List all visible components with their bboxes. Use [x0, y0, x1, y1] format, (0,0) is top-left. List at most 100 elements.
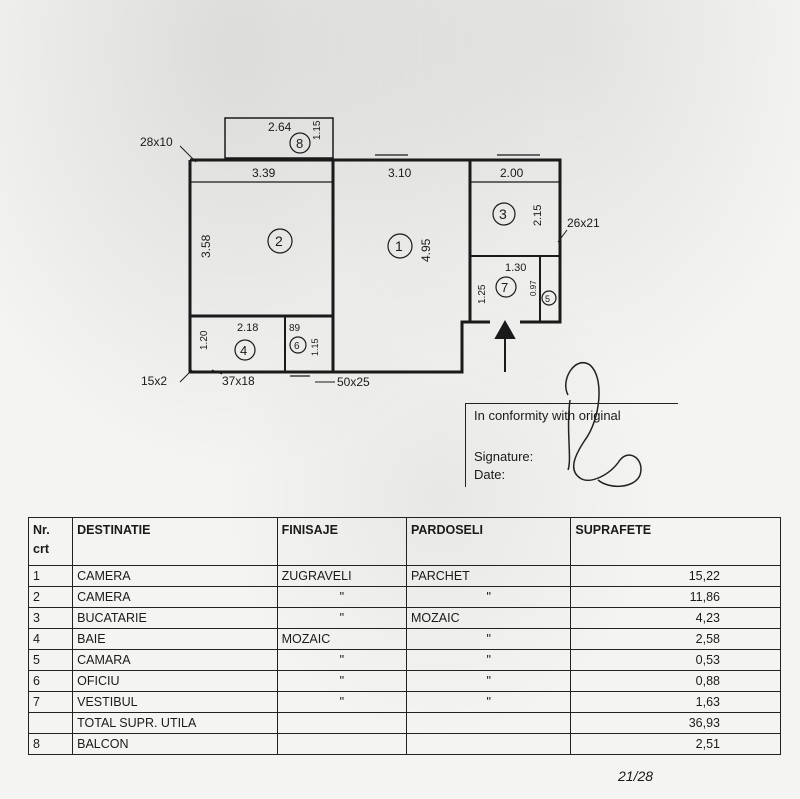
table-header-row: Nr. crt DESTINATIE FINISAJE PARDOSELI SU…: [27, 517, 781, 566]
cell-suprafete: 0,88: [570, 670, 781, 692]
header-destinatie: DESTINATIE: [72, 517, 278, 566]
page-number: 21/28: [618, 768, 654, 784]
dim-room1-height: 4.95: [419, 238, 433, 262]
cell-pardoseli: ": [405, 649, 572, 671]
signature-scribble: [565, 362, 642, 487]
cell-pardoseli: PARCHET: [405, 565, 572, 587]
stamp-line-date: Date:: [474, 467, 506, 482]
header-nr-line2: crt: [33, 542, 49, 556]
dim-room6-width: 89: [289, 323, 301, 334]
cell-finisaje: ": [276, 691, 407, 713]
header-suprafete: SUPRAFETE: [570, 517, 781, 566]
annotation-bottom-mid1: 37x18: [222, 374, 255, 388]
annotation-right: 26x21: [567, 216, 600, 230]
cell-pardoseli: [405, 712, 572, 734]
cell-destinatie: CAMARA: [72, 649, 278, 671]
cell-nr: 6: [27, 670, 74, 692]
table-row: TOTAL SUPR. UTILA 36,93: [27, 712, 781, 734]
stamp-line-conformity: In conformity with original: [474, 408, 621, 423]
annotation-bottom-mid2: 50x25: [337, 375, 370, 389]
rooms-table: Nr. crt DESTINATIE FINISAJE PARDOSELI SU…: [27, 517, 781, 755]
cell-suprafete: 15,22: [570, 565, 781, 587]
dim-room1-width: 3.10: [388, 166, 412, 180]
cell-pardoseli: ": [405, 691, 572, 713]
cell-pardoseli: [405, 733, 572, 755]
cell-suprafete: 2,51: [570, 733, 781, 755]
dim-balcony-width: 2.64: [268, 120, 292, 134]
balcony-outline: [224, 117, 334, 159]
cell-pardoseli: ": [405, 586, 572, 608]
cell-finisaje: ": [276, 670, 407, 692]
cell-pardoseli: ": [405, 628, 572, 650]
dim-room2-height: 3.58: [199, 234, 213, 258]
dim-room7-height: 1.25: [477, 284, 488, 304]
header-nr: Nr. crt: [27, 517, 74, 566]
cell-pardoseli: ": [405, 670, 572, 692]
cell-destinatie: BUCATARIE: [72, 607, 278, 629]
cell-destinatie: VESTIBUL: [72, 691, 278, 713]
cell-destinatie: OFICIU: [72, 670, 278, 692]
dim-room3-height: 2.15: [532, 205, 544, 226]
header-nr-line1: Nr.: [33, 523, 50, 537]
cell-finisaje: ": [276, 607, 407, 629]
header-finisaje: FINISAJE: [276, 517, 407, 566]
cell-nr: 1: [27, 565, 74, 587]
cell-finisaje: ": [276, 586, 407, 608]
cell-suprafete: 0,53: [570, 649, 781, 671]
cell-destinatie: BAIE: [72, 628, 278, 650]
cell-nr: [27, 712, 74, 734]
room-number-4: 4: [240, 343, 247, 358]
cell-finisaje: [276, 733, 407, 755]
entry-arrow-head: [494, 319, 516, 339]
room-number-1: 1: [395, 238, 403, 254]
room-number-3: 3: [499, 206, 507, 222]
dim-room7-width: 1.30: [505, 262, 526, 274]
dim-room5-height: 0.97: [529, 280, 538, 296]
dim-balcony-depth: 1.15: [312, 120, 323, 140]
cell-destinatie: CAMERA: [72, 586, 278, 608]
annotation-top-left: 28x10: [140, 135, 173, 149]
conformity-stamp: In conformity with original Signature: D…: [465, 403, 678, 487]
cell-destinatie: CAMERA: [72, 565, 278, 587]
cell-suprafete: 4,23: [570, 607, 781, 629]
header-pardoseli: PARDOSELI: [405, 517, 572, 566]
dim-room4-width: 2.18: [237, 322, 258, 334]
stamp-line-signature: Signature:: [474, 449, 534, 464]
dim-room4-height: 1.20: [199, 330, 210, 350]
cell-finisaje: MOZAIC: [276, 628, 407, 650]
dim-room3-width: 2.00: [500, 166, 524, 180]
room-number-6: 6: [294, 341, 300, 352]
dim-room6-height: 1.15: [310, 338, 320, 356]
cell-finisaje: [276, 712, 407, 734]
cell-finisaje: ZUGRAVELI: [276, 565, 407, 587]
cell-nr: 7: [27, 691, 74, 713]
cell-nr: 2: [27, 586, 74, 608]
cell-nr: 4: [27, 628, 74, 650]
room-number-8: 8: [296, 136, 303, 151]
cell-nr: 3: [27, 607, 74, 629]
cell-nr: 5: [27, 649, 74, 671]
room-number-2: 2: [275, 233, 283, 249]
cell-suprafete: 2,58: [570, 628, 781, 650]
annotation-bottom-left: 15x2: [141, 374, 167, 388]
cell-suprafete: 36,93: [570, 712, 781, 734]
room-number-5: 5: [545, 294, 550, 304]
room-number-7: 7: [501, 280, 508, 295]
cell-nr: 8: [27, 733, 74, 755]
cell-suprafete: 11,86: [570, 586, 781, 608]
cell-finisaje: ": [276, 649, 407, 671]
cell-destinatie: TOTAL SUPR. UTILA: [72, 712, 278, 734]
cell-suprafete: 1,63: [570, 691, 781, 713]
cell-pardoseli: MOZAIC: [405, 607, 572, 629]
cell-destinatie: BALCON: [72, 733, 278, 755]
floor-plan: 8 2 1 3 4 6 7 5 2.64 1.15 3.39 3.10 2.00…: [140, 117, 642, 487]
